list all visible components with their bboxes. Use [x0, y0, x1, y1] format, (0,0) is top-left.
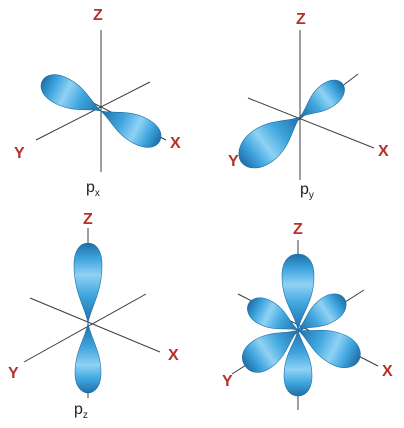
lobe-pos-x: [297, 329, 361, 368]
lobe-neg-x: [40, 74, 102, 112]
x-axis-line: [247, 97, 375, 149]
orbital-label-py: py: [300, 181, 314, 201]
lobe-neg-y: [238, 116, 301, 169]
orbital-label-base: p: [74, 401, 83, 418]
x-axis-label: X: [382, 363, 393, 380]
panel-pz: Z X Y pz: [8, 211, 179, 421]
lobe-pos-z: [73, 242, 103, 324]
lobe-pos-x: [100, 110, 162, 148]
z-axis-label: Z: [83, 211, 93, 228]
orbital-label-px: px: [86, 179, 100, 199]
y-axis-line: [23, 293, 147, 363]
x-axis-line: [29, 297, 161, 353]
orbital-label-base: p: [86, 179, 95, 196]
x-axis-label: X: [378, 143, 389, 160]
orbital-label-base: p: [300, 181, 309, 198]
lobe-neg-z: [283, 329, 313, 397]
z-axis-label: Z: [293, 221, 303, 238]
y-axis-label: Y: [14, 145, 25, 162]
y-axis-line: [35, 81, 151, 141]
orbital-label-pz: pz: [74, 401, 88, 421]
lobe-neg-x: [247, 297, 299, 331]
panel-combined: Z X Y: [222, 221, 393, 410]
lobe-neg-z: [74, 322, 102, 394]
orbital-label-subscript: z: [83, 410, 88, 421]
lobe-pos-y: [297, 293, 347, 331]
panel-px: Z X Y px: [14, 7, 181, 199]
y-axis-label: Y: [228, 153, 239, 170]
lobe-pos-y: [299, 79, 345, 118]
orbital-label-subscript: x: [95, 188, 100, 199]
lobe-pos-z: [281, 253, 315, 331]
x-axis-label: X: [170, 135, 181, 152]
z-axis-label: Z: [296, 11, 306, 28]
panel-py: Z X Y py: [228, 11, 389, 201]
y-axis-label: Y: [222, 373, 233, 390]
x-axis-label: X: [168, 347, 179, 364]
orbital-label-subscript: y: [309, 190, 314, 201]
z-axis-label: Z: [93, 7, 103, 24]
y-axis-label: Y: [8, 365, 19, 382]
lobe-neg-y: [242, 329, 299, 373]
